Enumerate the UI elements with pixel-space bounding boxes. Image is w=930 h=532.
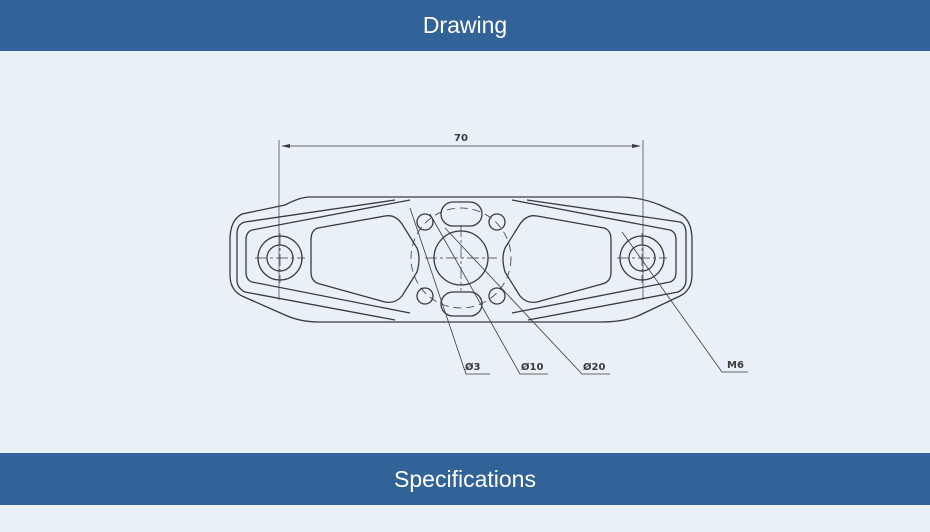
drawing-title: Drawing (422, 12, 508, 38)
drawing-header: Drawing (0, 0, 930, 51)
callout-d3: Ø3 (465, 361, 481, 373)
specifications-header: Specifications (0, 453, 930, 505)
callout-m6: M6 (727, 360, 744, 371)
specifications-title: Specifications (394, 465, 536, 492)
part-drawing-svg: 70 Ø3 Ø10 Ø20 M6 (229, 133, 748, 375)
callout-d10: Ø10 (521, 361, 543, 373)
callout-d20: Ø20 (583, 361, 605, 373)
technical-drawing: 70 Ø3 Ø10 Ø20 M6 (0, 51, 930, 453)
dimension-70: 70 (454, 133, 468, 144)
